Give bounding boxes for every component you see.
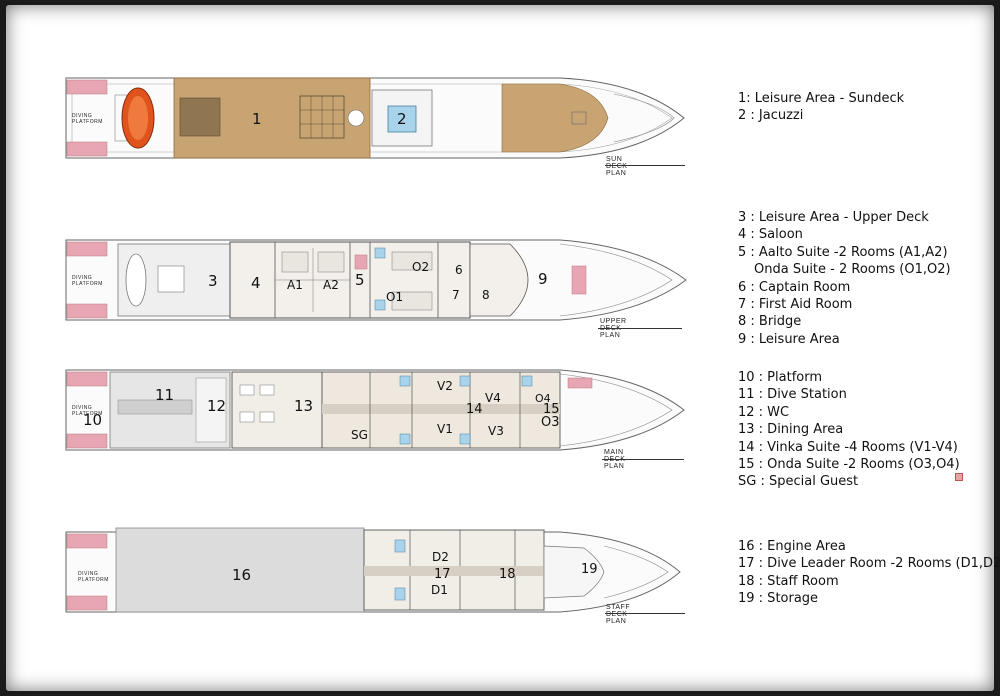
main-deck-number-10: 10 bbox=[83, 411, 103, 429]
legend-item: 7 : First Aid Room bbox=[738, 297, 853, 313]
main-deck-number-v1: V1 bbox=[437, 422, 453, 436]
main-deck-platform-label: DIVING PLATFORM bbox=[72, 405, 103, 417]
main-deck-number-15: 15 bbox=[543, 402, 560, 417]
upper-deck-plan-underline bbox=[598, 328, 682, 329]
upper-deck-number-9: 9 bbox=[538, 270, 548, 288]
upper-deck-number-3: 3 bbox=[208, 272, 218, 290]
legend-item: 9 : Leisure Area bbox=[738, 331, 840, 347]
sun-deck-plan-label: SUN DECK PLAN bbox=[606, 156, 628, 177]
legend-item: 10 : Platform bbox=[738, 370, 823, 385]
main-deck-number-11: 11 bbox=[155, 386, 175, 404]
upper-deck-number-a1: A1 bbox=[287, 278, 303, 292]
legend-item: 4 : Saloon bbox=[738, 227, 803, 243]
legend-item: 1: Leisure Area - Sundeck bbox=[738, 91, 905, 106]
sun-deck-number-1: 1 bbox=[252, 110, 262, 128]
legend-item: 8 : Bridge bbox=[738, 314, 802, 330]
legend-item: Onda Suite - 2 Rooms (O1,O2) bbox=[754, 262, 951, 278]
main-deck-number-v2: V2 bbox=[437, 379, 453, 393]
legend-item: 17 : Dive Leader Room -2 Rooms (D1,D2) bbox=[738, 556, 1000, 572]
legend-main-deck: 10 : Platform 11 : Dive Station 12 : WC … bbox=[738, 369, 960, 491]
upper-deck-platform-label: DIVING PLATFORM bbox=[72, 275, 103, 287]
legend-item: 5 : Aalto Suite -2 Rooms (A1,A2) bbox=[738, 244, 948, 260]
sun-deck-platform-label: DIVING PLATFORM bbox=[72, 113, 103, 125]
upper-deck-number-8: 8 bbox=[482, 288, 490, 302]
legend-item: 3 : Leisure Area - Upper Deck bbox=[738, 210, 929, 225]
upper-deck-number-4: 4 bbox=[251, 274, 261, 292]
sun-deck-number-2: 2 bbox=[397, 110, 407, 128]
main-deck-number-v3: V3 bbox=[488, 424, 504, 438]
legend-item: 16 : Engine Area bbox=[738, 539, 846, 554]
main-deck-number-o4: O4 bbox=[535, 392, 551, 405]
main-deck-number-o3: O3 bbox=[541, 415, 560, 430]
upper-deck-number-a2: A2 bbox=[323, 278, 339, 292]
legend-item: 11 : Dive Station bbox=[738, 387, 847, 403]
main-deck-number-13: 13 bbox=[294, 397, 314, 415]
upper-deck-number-7: 7 bbox=[452, 288, 460, 302]
staff-deck-number-19: 19 bbox=[581, 562, 598, 577]
legend-item: 18 : Staff Room bbox=[738, 573, 839, 589]
marker-icon bbox=[955, 473, 963, 481]
staff-deck-number-17: 17 bbox=[434, 567, 451, 582]
main-deck-number-14: 14 bbox=[466, 402, 483, 417]
legend-item: 12 : WC bbox=[738, 404, 790, 420]
legend-item: 13 : Dining Area bbox=[738, 422, 844, 438]
legend-item: 2 : Jacuzzi bbox=[738, 108, 804, 124]
upper-deck-number-6: 6 bbox=[455, 263, 463, 277]
staff-deck-number-d2: D2 bbox=[432, 550, 449, 564]
legend-staff-deck: 16 : Engine Area 17 : Dive Leader Room -… bbox=[738, 538, 1000, 608]
staff-deck-number-18: 18 bbox=[499, 567, 516, 582]
legend-item: 14 : Vinka Suite -4 Rooms (V1-V4) bbox=[738, 439, 958, 455]
upper-deck-number-o2: O2 bbox=[412, 260, 430, 274]
legend-item: 19 : Storage bbox=[738, 591, 819, 607]
upper-deck-number-o1: O1 bbox=[386, 290, 404, 304]
main-deck-number-12: 12 bbox=[207, 397, 227, 415]
staff-deck-plan-label: STAFF DECK PLAN bbox=[606, 604, 631, 625]
upper-deck-number-5: 5 bbox=[355, 271, 365, 289]
staff-deck-number-16: 16 bbox=[232, 566, 252, 584]
main-deck-number-sg: SG bbox=[351, 428, 368, 442]
sun-deck-plan-underline bbox=[605, 165, 685, 166]
staff-deck-number-d1: D1 bbox=[431, 583, 448, 597]
staff-deck-platform-label: DIVING PLATFORM bbox=[78, 571, 109, 583]
legend-item: 15 : Onda Suite -2 Rooms (O3,O4) bbox=[738, 457, 960, 473]
main-deck-number-v4: V4 bbox=[485, 391, 501, 405]
legend-item: 6 : Captain Room bbox=[738, 279, 851, 295]
legend-item: SG : Special Guest bbox=[738, 474, 859, 490]
main-deck-plan-underline bbox=[602, 459, 684, 460]
staff-deck-plan-underline bbox=[605, 613, 685, 614]
legend-upper-deck: 3 : Leisure Area - Upper Deck 4 : Saloon… bbox=[738, 209, 951, 348]
legend-sun-deck: 1: Leisure Area - Sundeck 2 : Jacuzzi bbox=[738, 90, 904, 125]
